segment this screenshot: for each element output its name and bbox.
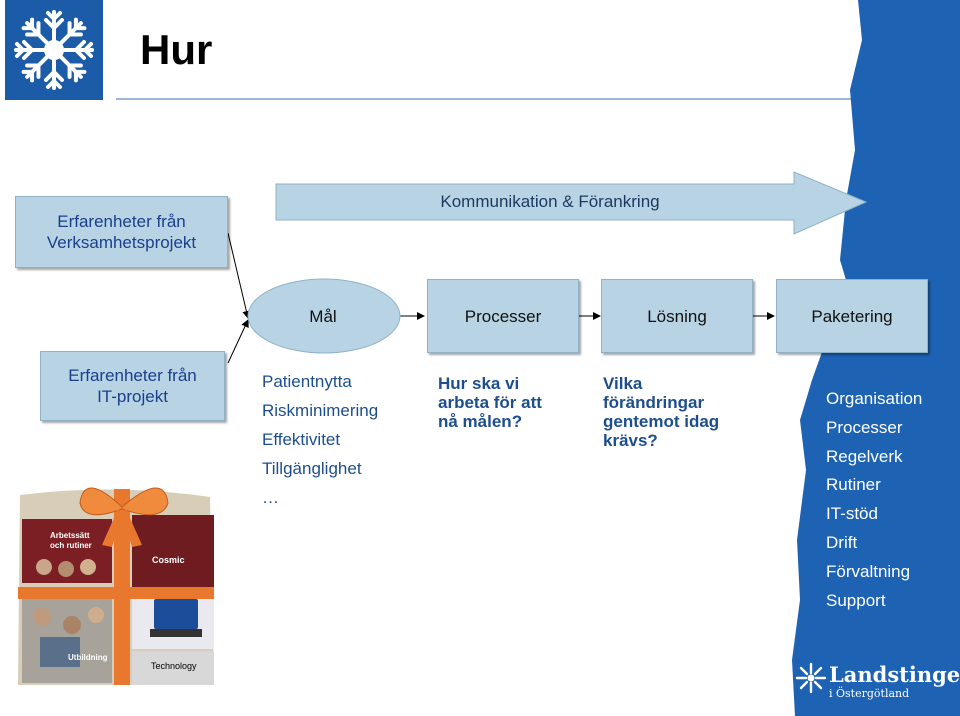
banner-label: Kommunikation & Förankring xyxy=(440,192,660,211)
gift-package-image: Arbetssätt och rutiner Cosmic Utbildning… xyxy=(14,475,220,689)
package-label: Utbildning xyxy=(68,653,108,662)
package-label: Technology xyxy=(151,661,197,671)
solution-question: Vilka förändringar gentemot idag krävs? xyxy=(603,374,719,450)
packaging-item: Support xyxy=(826,590,886,610)
source-box-verksamhet: Erfarenheter från Verksamhetsprojekt xyxy=(15,196,228,268)
processes-question: Hur ska vi arbeta för att nå målen? xyxy=(438,374,542,431)
packaging-item: Förvaltning xyxy=(826,561,911,581)
landstinget-emblem-icon xyxy=(795,662,827,694)
banner-arrow xyxy=(275,171,868,235)
step-label: Paketering xyxy=(811,306,893,326)
packaging-item: IT-stöd xyxy=(826,504,878,524)
packaging-item: Processer xyxy=(826,417,903,437)
header-divider xyxy=(116,98,902,100)
question-line: förändringar xyxy=(603,393,705,412)
goals-list: Patientnytta Riskminimering Effektivitet… xyxy=(262,371,378,516)
source-line: Erfarenheter från xyxy=(57,212,186,231)
goal-item: Effektivitet xyxy=(262,430,341,449)
page-title: Hur xyxy=(140,26,213,73)
source-line: IT-projekt xyxy=(97,387,168,406)
packaging-item: Rutiner xyxy=(826,475,881,495)
step-label: Mål xyxy=(309,306,337,326)
step-paketering: Paketering xyxy=(776,279,928,353)
gift-box-icon xyxy=(18,487,214,685)
step-losning: Lösning xyxy=(601,279,753,353)
goal-item: Patientnytta xyxy=(262,372,352,391)
brand-subtitle: i Östergötland xyxy=(829,687,910,700)
question-line: krävs? xyxy=(603,431,658,450)
goal-item: Riskminimering xyxy=(262,401,379,420)
source-line: Erfarenheter från xyxy=(68,366,197,385)
question-line: Vilka xyxy=(603,374,643,393)
package-label: Cosmic xyxy=(152,555,185,565)
question-line: nå målen? xyxy=(438,412,523,431)
question-line: gentemot idag xyxy=(603,412,720,431)
step-mal: Mål xyxy=(270,300,376,332)
packaging-item: Regelverk xyxy=(826,446,903,466)
step-label: Lösning xyxy=(647,306,707,326)
package-label: och rutiner xyxy=(50,541,92,550)
logo xyxy=(5,0,103,100)
step-label: Processer xyxy=(464,306,542,326)
packaging-item: Drift xyxy=(826,532,858,552)
source-box-it: Erfarenheter från IT-projekt xyxy=(40,351,225,421)
question-line: Hur ska vi xyxy=(438,374,520,393)
question-line: arbeta för att xyxy=(438,393,542,412)
brand-name: Landstinget xyxy=(829,662,960,687)
step-processer: Processer xyxy=(427,279,579,353)
source-line: Verksamhetsprojekt xyxy=(46,233,197,252)
goal-item: … xyxy=(262,488,279,507)
step-mal-shape xyxy=(247,278,401,354)
snowflake-emblem-icon xyxy=(14,10,94,90)
packaging-item: Organisation xyxy=(826,389,923,408)
package-label: Arbetssätt xyxy=(50,531,90,540)
goal-item: Tillgänglighet xyxy=(262,459,362,478)
packaging-list: Organisation Processer Regelverk Rutiner… xyxy=(826,385,922,615)
